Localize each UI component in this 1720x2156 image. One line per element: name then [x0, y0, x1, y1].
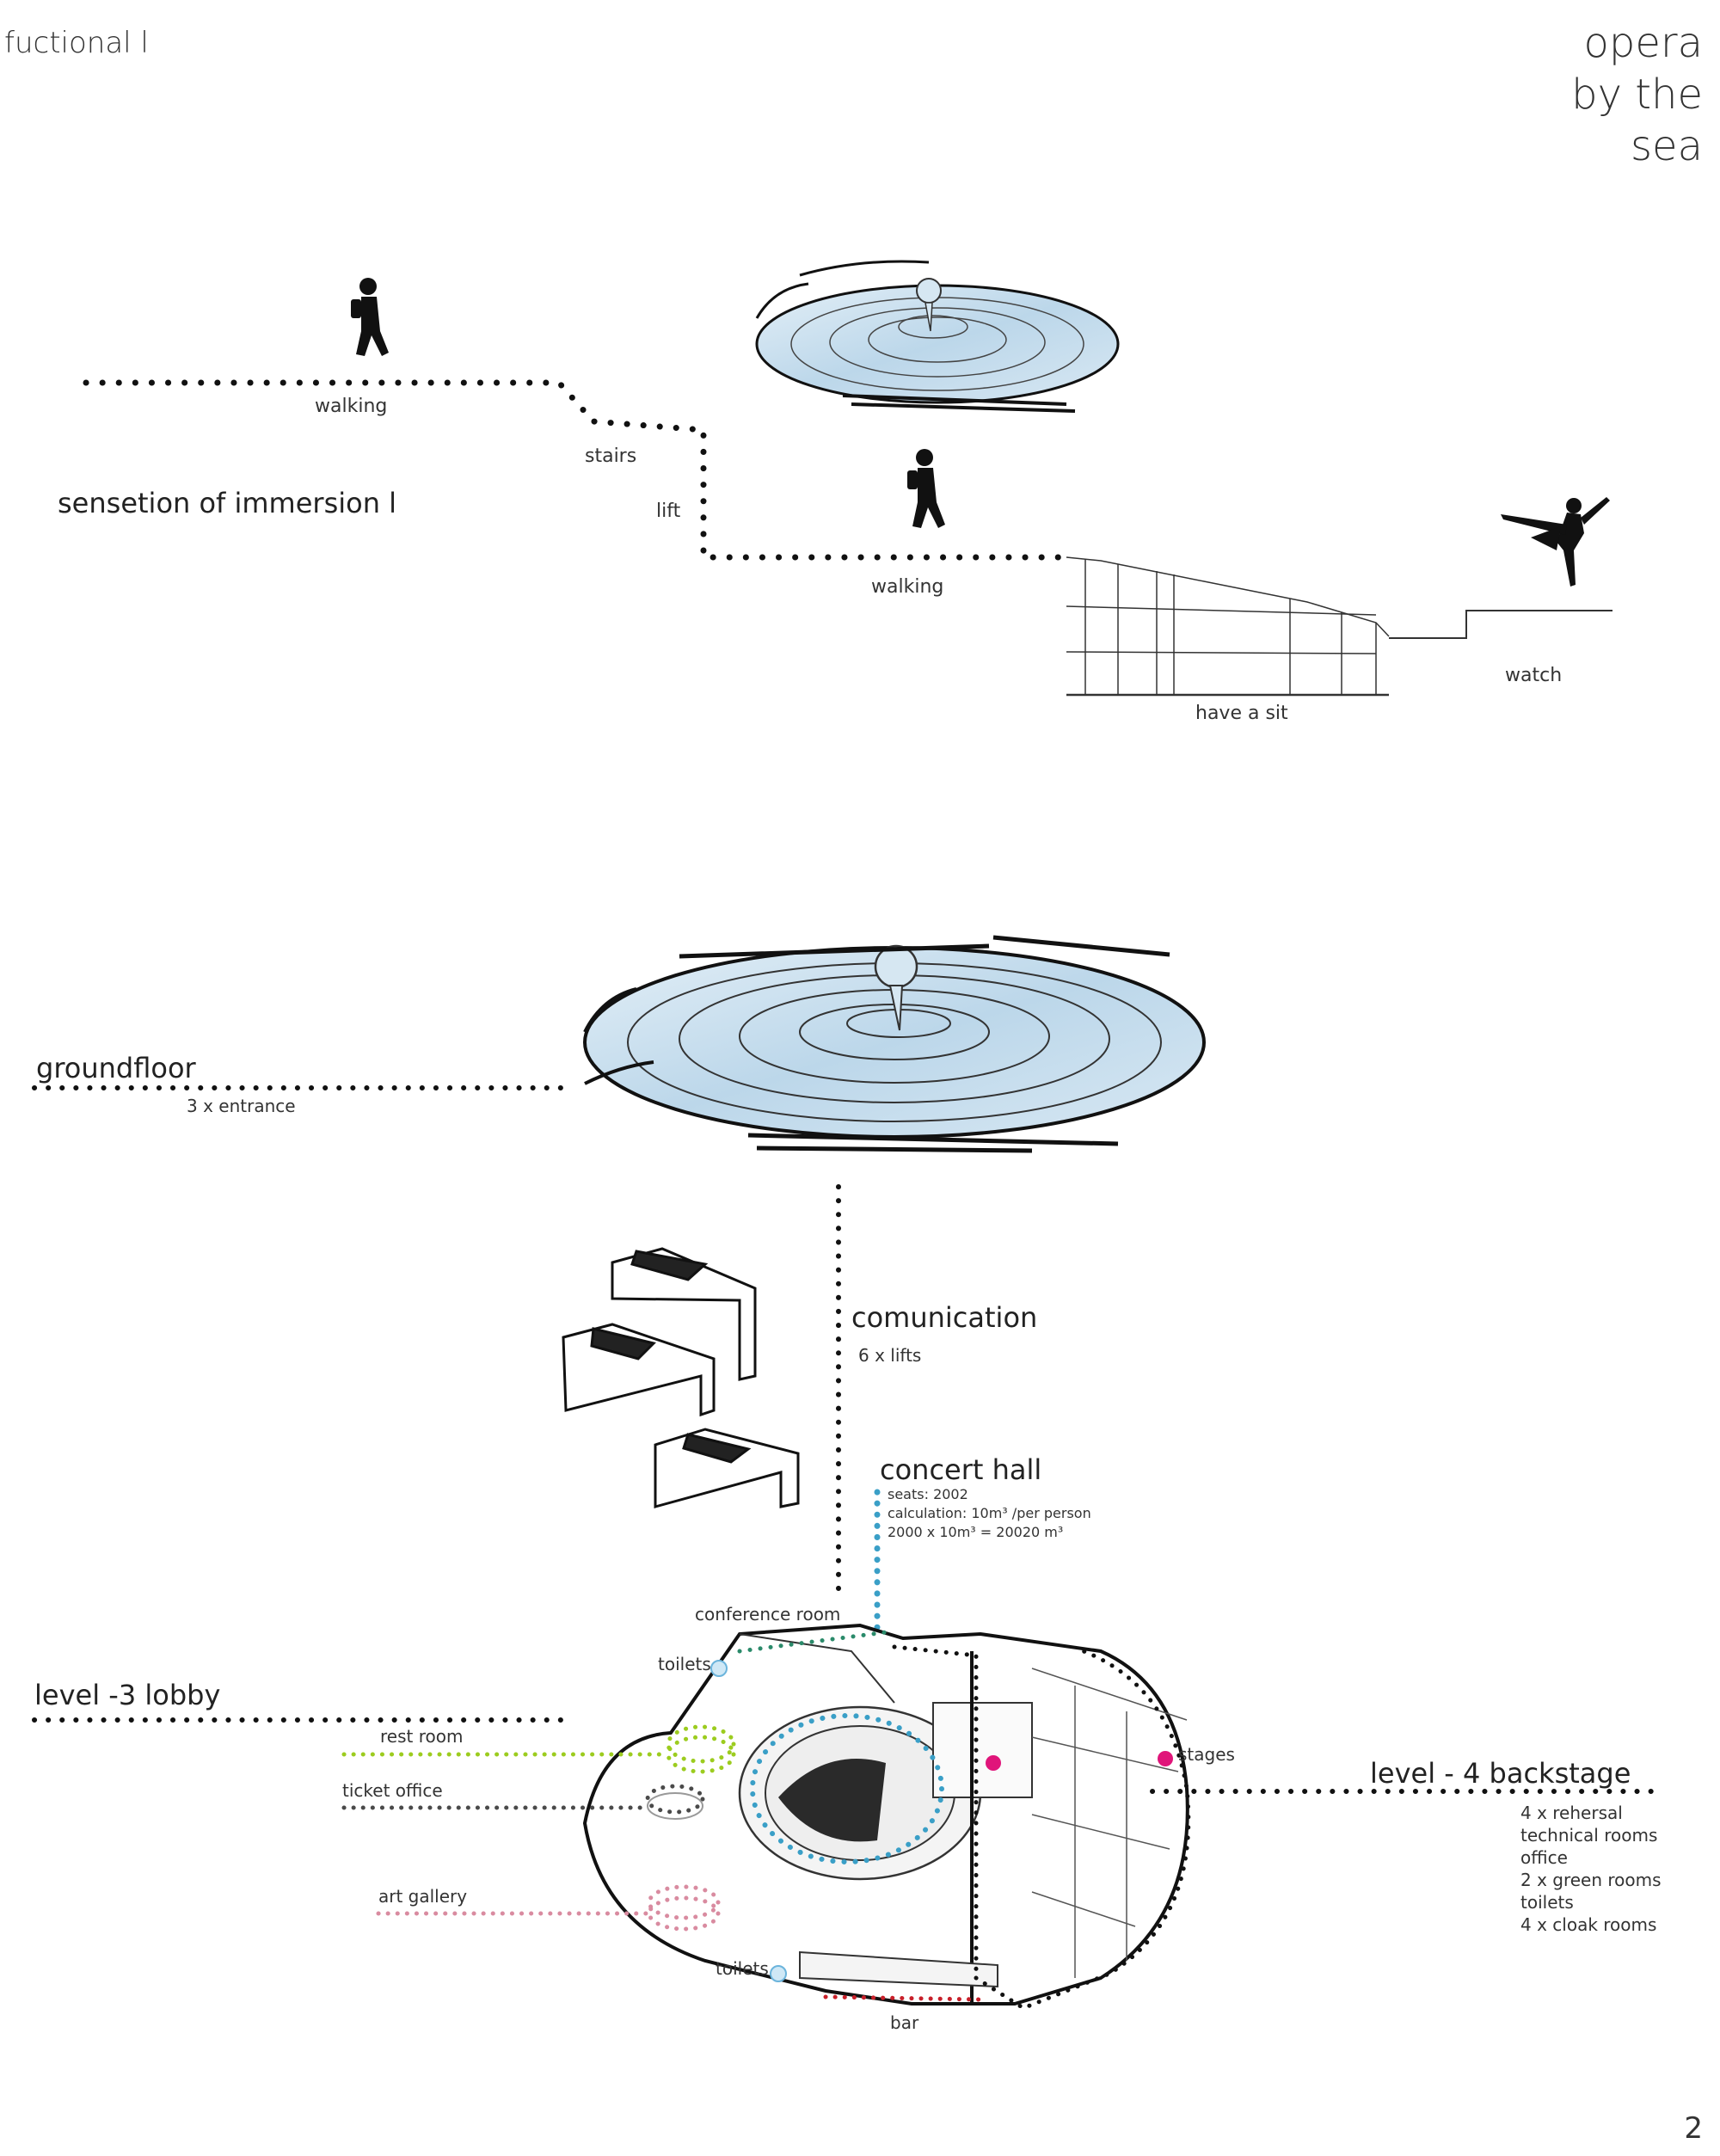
concert-hall-calculation: calculation: 10m³ /per person — [888, 1505, 1091, 1521]
concert-hall-title: concert hall — [880, 1453, 1042, 1486]
groundfloor-title: groundfloor — [36, 1052, 196, 1084]
stage-markers — [986, 1751, 1173, 1771]
immersion-heading: sensetion of immersion l — [58, 487, 397, 519]
art-gallery-label: art gallery — [378, 1886, 468, 1907]
backstage-item: 2 x green rooms — [1520, 1870, 1662, 1890]
have-a-sit-label: have a sit — [1195, 703, 1288, 724]
seating-section — [1066, 556, 1612, 697]
conference-room-line — [737, 1630, 888, 1654]
backstage-perimeter — [892, 1644, 1191, 2011]
backstage-title: level - 4 backstage — [1370, 1757, 1631, 1790]
backstage-item: 4 x rehersal — [1520, 1803, 1623, 1823]
lobby-title: level -3 lobby — [34, 1679, 221, 1711]
rest-room-ring — [666, 1724, 736, 1774]
toilets-markers — [710, 1660, 787, 1982]
toilets-top-label: toilets — [658, 1654, 711, 1674]
ticket-office-label: ticket office — [342, 1780, 443, 1801]
stages-label: stages — [1178, 1744, 1235, 1765]
art-gallery-ring — [647, 1884, 721, 1932]
walking-label-1: walking — [315, 396, 388, 417]
lift-label: lift — [656, 501, 681, 522]
ballerina-icon — [1501, 497, 1610, 587]
walking-person-icon-2 — [907, 449, 945, 528]
bar-line — [823, 1994, 983, 2002]
page-number: 2 — [1684, 2111, 1703, 2146]
title-line-2: by the — [1571, 71, 1703, 119]
groundfloor-detail: 3 x entrance — [187, 1096, 296, 1116]
conference-room-label: conference room — [695, 1604, 841, 1625]
watch-label: watch — [1505, 665, 1563, 686]
walking-label-2: walking — [871, 576, 944, 598]
backstage-item: technical rooms — [1520, 1825, 1658, 1846]
concert-hall-formula: 2000 x 10m³ = 20020 m³ — [888, 1524, 1064, 1540]
backstage-item: office — [1520, 1847, 1568, 1868]
section-label: fuctional l — [4, 26, 149, 60]
top-water-model — [755, 260, 1120, 413]
lift-stairs-model — [562, 1247, 800, 1508]
title-line-1: opera — [1583, 19, 1703, 67]
concert-hall-seats: seats: 2002 — [888, 1486, 968, 1502]
walking-person-icon — [351, 278, 389, 356]
backstage-item: 4 x cloak rooms — [1520, 1914, 1657, 1935]
bar-label: bar — [890, 2012, 919, 2033]
groundfloor-water-model — [583, 935, 1206, 1153]
stairs-label: stairs — [585, 445, 637, 467]
title-line-3: sea — [1631, 122, 1703, 170]
lower-level-model — [582, 1623, 1189, 2006]
backstage-item: toilets — [1520, 1892, 1574, 1913]
ticket-office-ring — [645, 1784, 705, 1820]
communication-title: comunication — [851, 1301, 1038, 1334]
communication-detail: 6 x lifts — [858, 1345, 922, 1366]
journey-path — [83, 379, 1070, 561]
rest-room-label: rest room — [380, 1726, 464, 1747]
toilets-bottom-label: toilets — [716, 1958, 769, 1979]
concert-hall-ring — [750, 1713, 944, 1864]
